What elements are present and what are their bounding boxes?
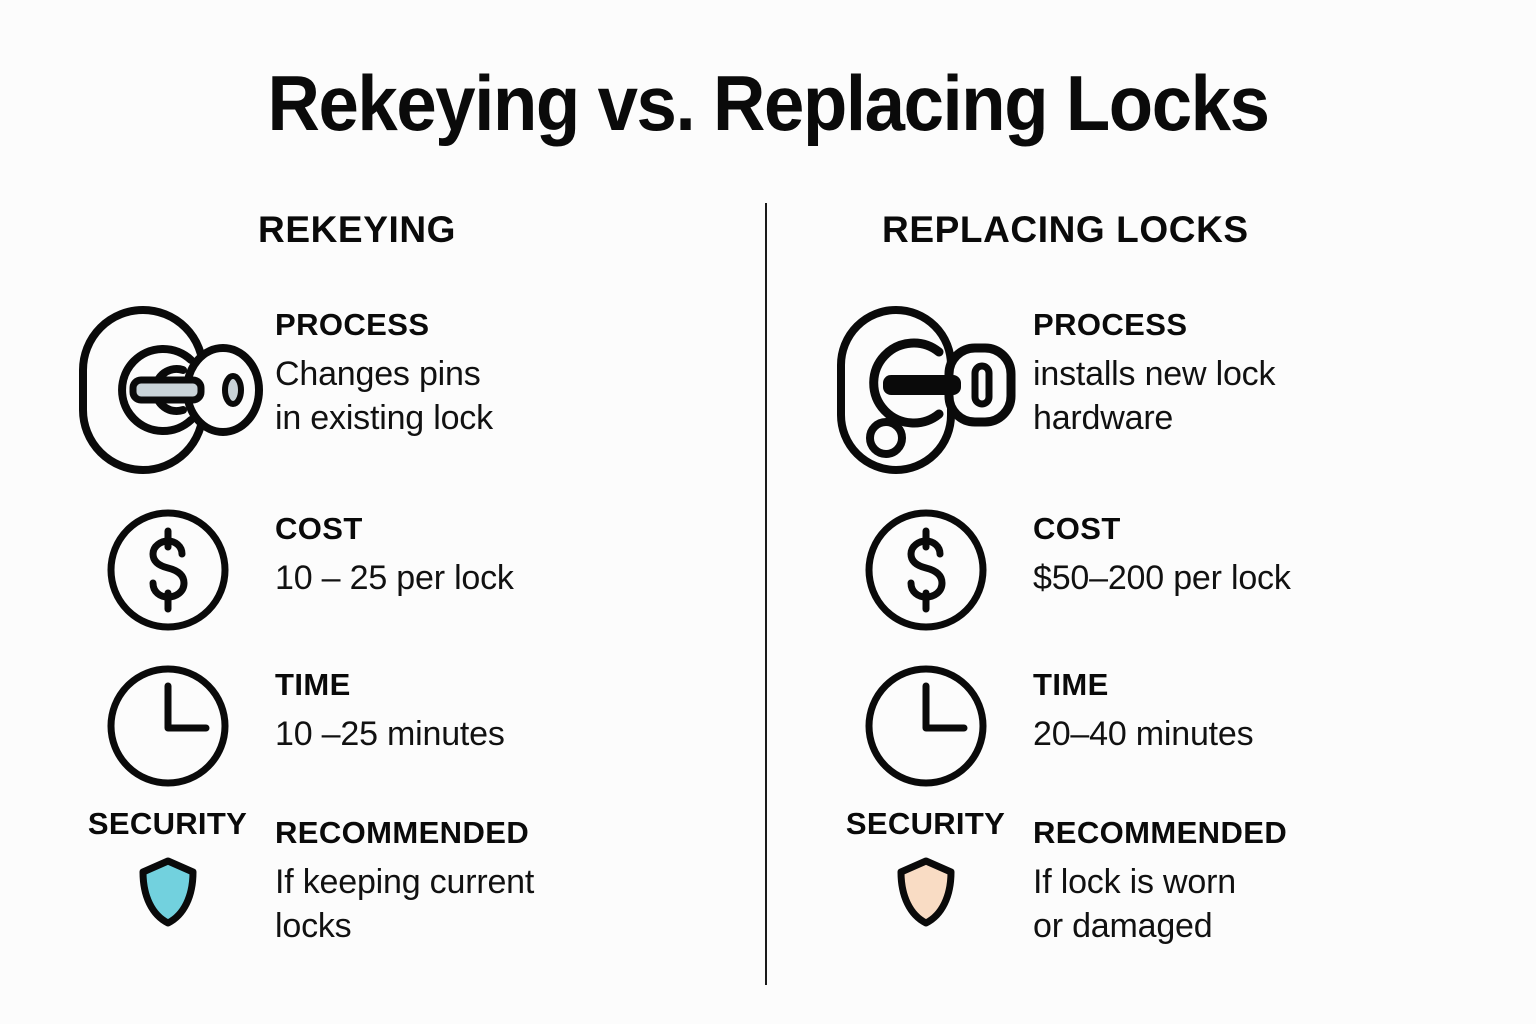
recommended-value: If keeping current locks xyxy=(275,862,535,945)
security-label: SECURITY xyxy=(845,806,1006,841)
row-cost-left: COST 10 – 25 per lock xyxy=(60,502,760,634)
row-time-left: TIME 10 –25 minutes xyxy=(60,658,760,790)
shield-icon xyxy=(894,856,958,928)
row-process-left: PROCESS Changes pins in existing lock xyxy=(60,298,760,478)
column-heading-rekeying: REKEYING xyxy=(258,209,457,250)
door-lock-with-key-icon xyxy=(60,298,275,478)
clock-icon xyxy=(818,658,1033,790)
row-value-time: 20–40 minutes xyxy=(1033,714,1254,753)
shield-icon xyxy=(136,856,200,928)
row-value-process: installs new lock hardware xyxy=(1033,354,1276,437)
dollar-circle-icon xyxy=(60,502,275,634)
row-label-process: PROCESS xyxy=(1033,307,1188,342)
row-label-time: TIME xyxy=(275,667,351,702)
column-heading-replacing: REPLACING LOCKS xyxy=(882,209,1249,250)
recommended-label: RECOMMENDED xyxy=(1033,815,1288,850)
dollar-circle-icon xyxy=(818,502,1033,634)
recommended-label: RECOMMENDED xyxy=(275,815,530,850)
door-lock-with-key-icon xyxy=(818,298,1033,478)
row-security-left: SECURITY RECOMMENDED If keeping current … xyxy=(60,806,760,948)
row-label-time: TIME xyxy=(1033,667,1109,702)
row-security-right: SECURITY RECOMMENDED If lock is worn or … xyxy=(818,806,1518,948)
column-divider xyxy=(765,203,767,985)
row-cost-right: COST $50–200 per lock xyxy=(818,502,1518,634)
row-process-right: PROCESS installs new lock hardware xyxy=(818,298,1518,478)
page-title: Rekeying vs. Replacing Locks xyxy=(267,59,1269,147)
column-replacing-locks: REPLACING LOCKS PROCESS installs new loc… xyxy=(818,208,1518,948)
column-rekeying: REKEYING PROCESS Changes pins in existin… xyxy=(60,208,760,948)
row-label-process: PROCESS xyxy=(275,307,430,342)
row-time-right: TIME 20–40 minutes xyxy=(818,658,1518,790)
security-label: SECURITY xyxy=(87,806,248,841)
recommended-value: If lock is worn or damaged xyxy=(1033,862,1236,945)
row-label-cost: COST xyxy=(1033,511,1121,546)
clock-icon xyxy=(60,658,275,790)
row-value-process: Changes pins in existing lock xyxy=(275,354,493,437)
row-value-time: 10 –25 minutes xyxy=(275,714,505,753)
row-value-cost: $50–200 per lock xyxy=(1033,558,1291,597)
row-value-cost: 10 – 25 per lock xyxy=(275,558,514,597)
row-label-cost: COST xyxy=(275,511,363,546)
